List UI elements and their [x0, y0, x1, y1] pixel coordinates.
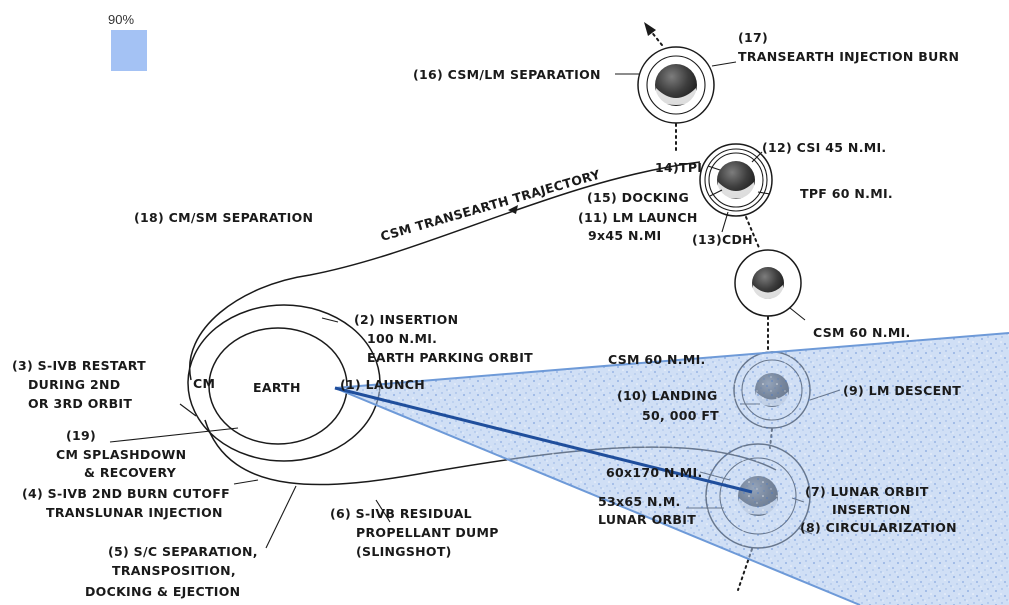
label-19-line3: & RECOVERY — [84, 465, 177, 480]
label-orbit-60x170: 60x170 N.MI. — [606, 465, 703, 480]
label-3-line3: OR 3RD ORBIT — [28, 396, 132, 411]
label-14: 14)TPI — [655, 160, 702, 175]
label-11-line1: (11) LM LAUNCH — [578, 210, 698, 225]
label-19-line1: (19) — [66, 428, 96, 443]
label-1: (1) LAUNCH — [340, 377, 425, 392]
label-13: (13)CDH — [692, 232, 753, 247]
label-53x65-line1: 53x65 N.M. — [598, 494, 681, 509]
label-8: (8) CIRCULARIZATION — [800, 520, 957, 535]
percent-swatch — [111, 30, 147, 71]
label-2-line2: 100 N.MI. — [367, 331, 437, 346]
label-2-line3: EARTH PARKING ORBIT — [367, 350, 533, 365]
label-4-line2: TRANSLUNAR INJECTION — [46, 505, 223, 520]
label-11-line2: 9x45 N.MI — [588, 228, 662, 243]
label-15: (15) DOCKING — [587, 190, 689, 205]
label-16: (16) CSM/LM SEPARATION — [413, 67, 601, 82]
label-earth: EARTH — [253, 380, 301, 395]
label-10-line2: 50, 000 FT — [642, 408, 719, 423]
label-5-line2: TRANSPOSITION, — [112, 563, 236, 578]
label-6-line2: PROPELLANT DUMP — [356, 525, 499, 540]
label-18: (18) CM/SM SEPARATION — [134, 210, 313, 225]
label-5-line3: DOCKING & EJECTION — [85, 584, 240, 599]
label-6-line1: (6) S-IVB RESIDUAL — [330, 506, 472, 521]
label-cm: CM — [193, 376, 215, 391]
moon-csm-upper — [735, 250, 801, 316]
label-csm60-lower: CSM 60 N.MI. — [608, 352, 706, 367]
percent-label: 90% — [108, 12, 134, 27]
label-4-line1: (4) S-IVB 2ND BURN CUTOFF — [22, 486, 230, 501]
label-17-text: TRANSEARTH INJECTION BURN — [738, 49, 959, 64]
label-csm60-upper: CSM 60 N.MI. — [813, 325, 911, 340]
label-7-line2: INSERTION — [832, 502, 911, 517]
label-6-line3: (SLINGSHOT) — [356, 544, 452, 559]
label-17-number: (17) — [738, 30, 768, 45]
label-tpf: TPF 60 N.MI. — [800, 186, 893, 201]
label-10-line1: (10) LANDING — [617, 388, 718, 403]
label-9: (9) LM DESCENT — [843, 383, 961, 398]
label-7-line1: (7) LUNAR ORBIT — [805, 484, 929, 499]
label-3-line1: (3) S-IVB RESTART — [12, 358, 146, 373]
label-5-line1: (5) S/C SEPARATION, — [108, 544, 258, 559]
moon-tei — [638, 47, 714, 123]
label-3-line2: DURING 2ND — [28, 377, 120, 392]
label-2-line1: (2) INSERTION — [354, 312, 458, 327]
label-transearth-trajectory: CSM TRANSEARTH TRAJECTORY — [379, 166, 603, 243]
label-53x65-line2: LUNAR ORBIT — [598, 512, 696, 527]
label-19-line2: CM SPLASHDOWN — [56, 447, 186, 462]
label-12: (12) CSI 45 N.MI. — [762, 140, 886, 155]
